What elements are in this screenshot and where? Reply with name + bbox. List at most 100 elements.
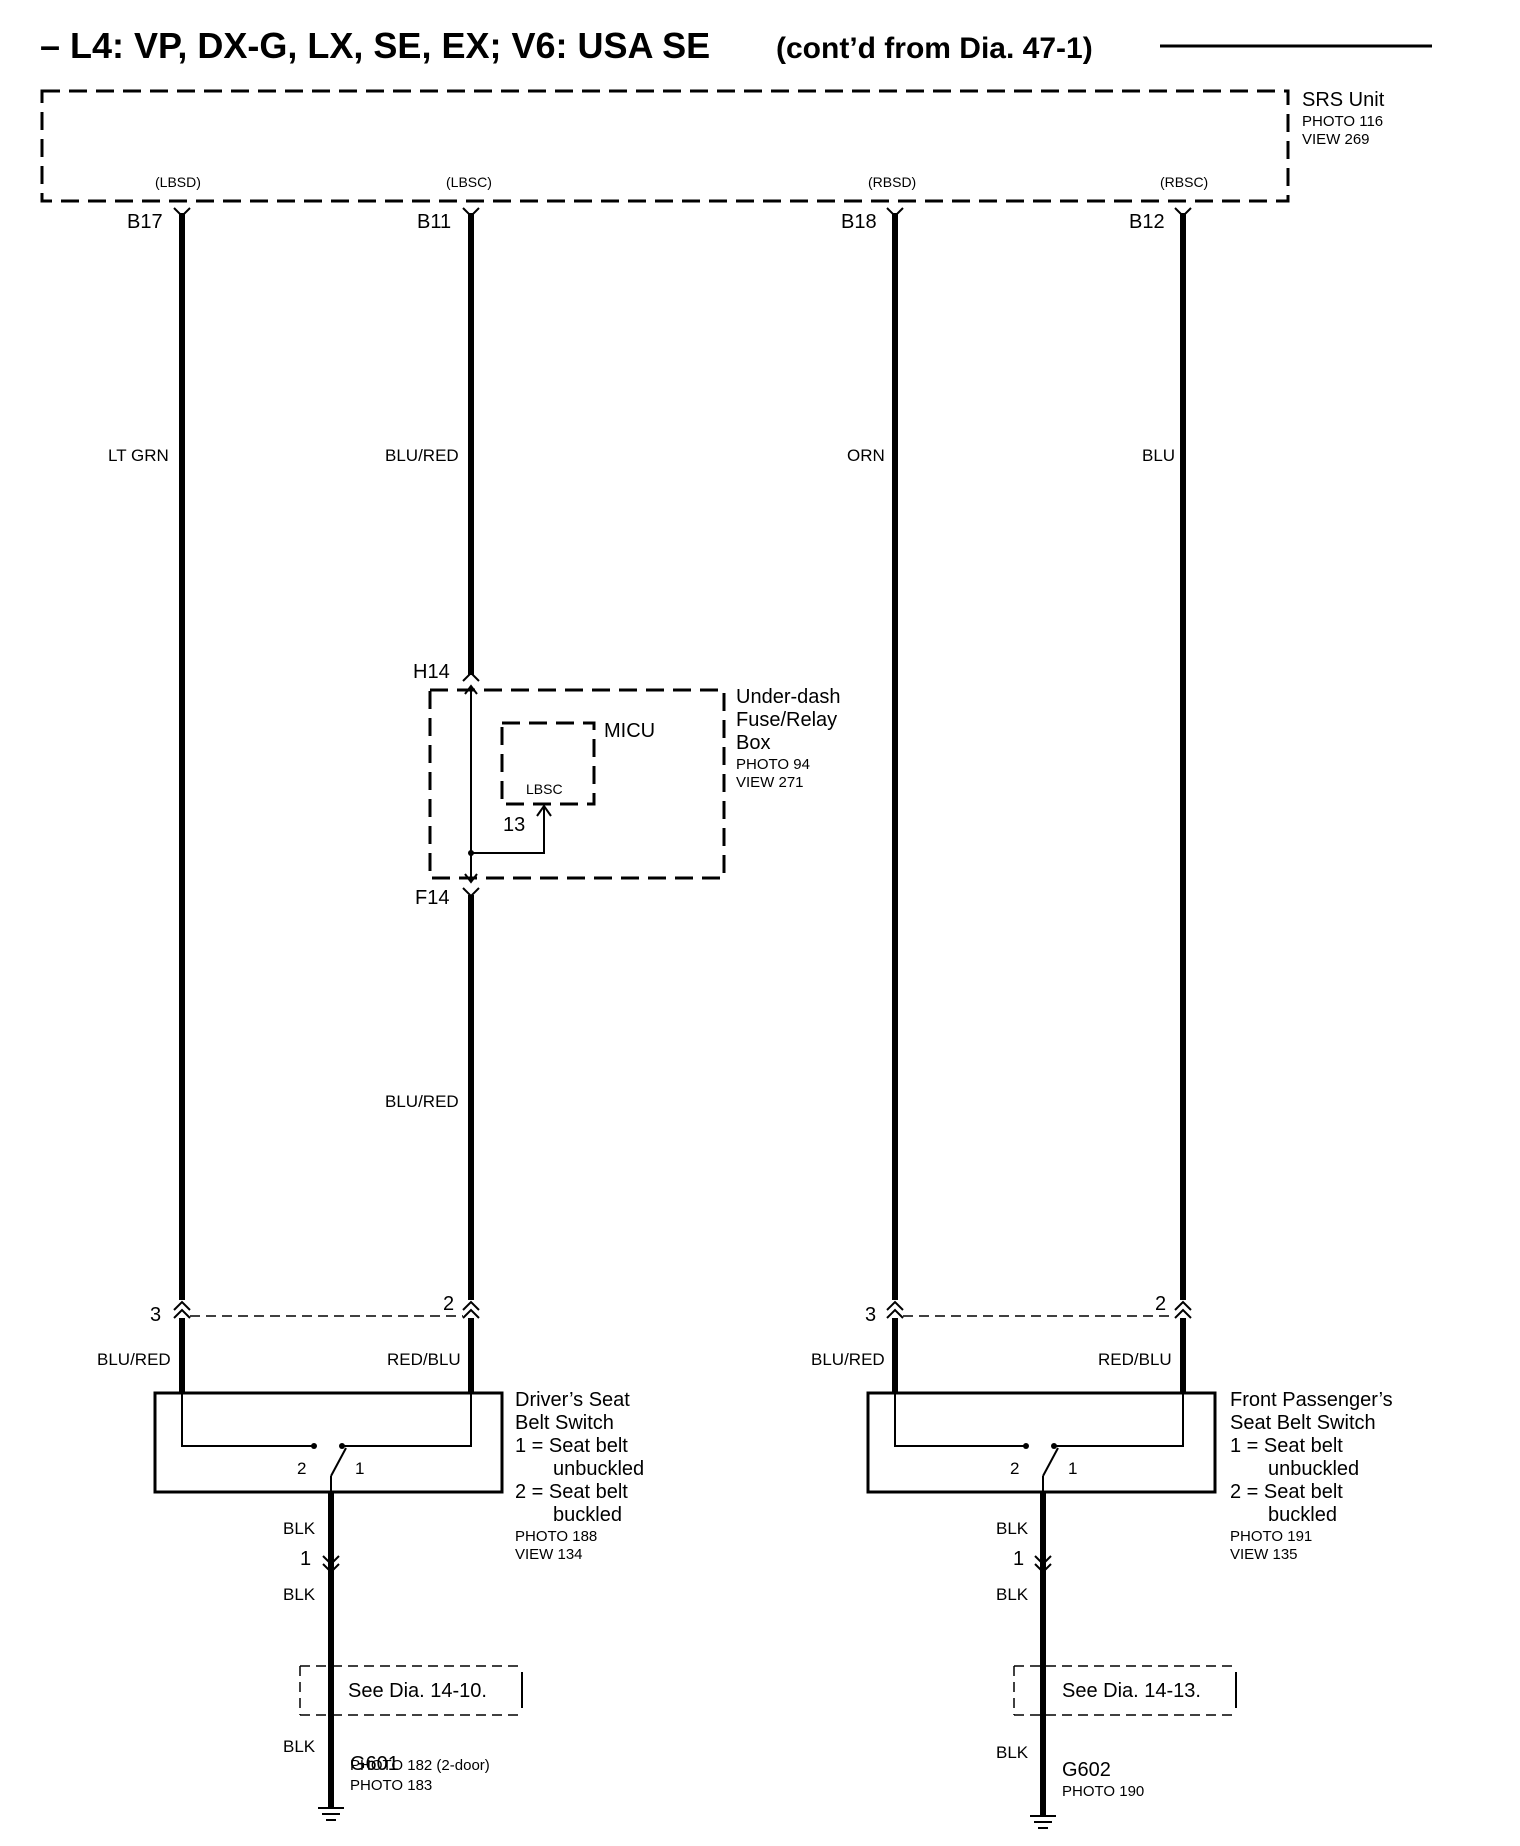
micu-label: MICU — [604, 720, 655, 742]
passenger-switch-legend-2b: buckled — [1268, 1504, 1337, 1526]
passenger-switch-legend-2a: 2 = Seat belt — [1230, 1481, 1343, 1503]
driver-switch-name-line2: Belt Switch — [515, 1412, 614, 1434]
passenger-contact-2-dot — [1023, 1443, 1029, 1449]
passenger-ground-connector — [1034, 1555, 1052, 1574]
passenger-ground-wire-color-mid: BLK — [996, 1585, 1029, 1604]
passenger-switch-box — [866, 1391, 1217, 1494]
fuse-box-name-line1: Under-dash — [736, 686, 841, 708]
connector-f14 — [462, 887, 480, 898]
passenger-pin-2: 2 — [1155, 1293, 1166, 1315]
micu-feed-wire — [471, 807, 545, 854]
driver-ground-wire-color-mid: BLK — [283, 1585, 316, 1604]
srs-unit-view: VIEW 269 — [1302, 131, 1370, 148]
ground-g601-name: G601 — [350, 1753, 399, 1775]
srs-pin-b12: B12 — [1129, 211, 1165, 233]
passenger-switch-internal-wire-right — [1054, 1393, 1184, 1447]
ground-g602-name: G602 — [1062, 1759, 1111, 1781]
driver-pin-3: 3 — [150, 1304, 161, 1326]
passenger-wire-color-right: RED/BLU — [1098, 1350, 1172, 1369]
passenger-contact-1-dot — [1051, 1443, 1057, 1449]
srs-signal-lbsd: (LBSD) — [155, 174, 201, 190]
passenger-contact-1-label: 1 — [1068, 1459, 1077, 1478]
title-sub: (cont’d from Dia. 47-1) — [776, 32, 1093, 65]
fuse-box-arrow-top — [464, 684, 478, 695]
fuse-box-photo: PHOTO 94 — [736, 756, 810, 773]
driver-contact-1-dot — [339, 1443, 345, 1449]
srs-pin-b11: B11 — [417, 211, 451, 233]
fuse-box-arrow-bottom — [464, 873, 478, 884]
srs-unit: SRS Unit PHOTO 116 VIEW 269 (LBSD) (LBSC… — [40, 89, 1385, 233]
passenger-switch-photo: PHOTO 191 — [1230, 1528, 1312, 1545]
driver-contact-1-label: 1 — [355, 1459, 364, 1478]
srs-unit-box — [40, 89, 1290, 203]
passenger-see-dia-text: See Dia. 14-13. — [1062, 1680, 1201, 1702]
wire-color-orn: ORN — [847, 446, 885, 465]
passenger-switch-legend-1a: 1 = Seat belt — [1230, 1435, 1343, 1457]
fuse-box-pin-h14: H14 — [413, 661, 450, 683]
driver-contact-2-label: 2 — [297, 1459, 306, 1478]
driver-see-dia-text: See Dia. 14-10. — [348, 1680, 487, 1702]
passenger-wire-color-left: BLU/RED — [811, 1350, 885, 1369]
passenger-see-dia-box: See Dia. 14-13. — [1013, 1665, 1237, 1716]
micu-signal-lbsc: LBSC — [526, 781, 563, 797]
driver-see-dia-box: See Dia. 14-10. — [299, 1665, 523, 1716]
driver-wire-color-right: RED/BLU — [387, 1350, 461, 1369]
driver-switch-name-line1: Driver’s Seat — [515, 1389, 630, 1411]
driver-switch-box — [153, 1391, 504, 1494]
driver-switch-photo: PHOTO 188 — [515, 1528, 597, 1545]
passenger-ground-wire-color-bot: BLK — [996, 1743, 1029, 1762]
micu-box — [500, 721, 596, 806]
passenger-switch-name-line2: Seat Belt Switch — [1230, 1412, 1376, 1434]
ground-g602-symbol — [1030, 1815, 1056, 1829]
wire-color-lt-grn: LT GRN — [108, 446, 169, 465]
passenger-ground-wire-color-top: BLK — [996, 1519, 1029, 1538]
fuse-box-pin-f14: F14 — [415, 887, 449, 909]
wire-color-blu-red-upper: BLU/RED — [385, 446, 459, 465]
driver-switch-legend-1a: 1 = Seat belt — [515, 1435, 628, 1457]
driver-seat-belt-switch: 3 2 BLU/RED RED/BLU 2 1 Driver’s Seat Be… — [97, 1293, 644, 1821]
wire-color-blu: BLU — [1142, 446, 1175, 465]
micu-pin-13: 13 — [503, 814, 525, 836]
passenger-connector-right-pin — [1174, 1300, 1192, 1319]
passenger-ground-pin-1: 1 — [1013, 1548, 1024, 1570]
srs-signal-lbsc: (LBSC) — [446, 174, 492, 190]
passenger-contact-2-label: 2 — [1010, 1459, 1019, 1478]
passenger-switch-internal-wire — [894, 1393, 1026, 1447]
wire-color-blu-red-lower: BLU/RED — [385, 1092, 459, 1111]
srs-signal-rbsc: (RBSC) — [1160, 174, 1208, 190]
driver-switch-internal-wire — [181, 1393, 314, 1447]
srs-unit-name: SRS Unit — [1302, 89, 1385, 111]
driver-contact-2-dot — [311, 1443, 317, 1449]
srs-pin-b18: B18 — [841, 211, 877, 233]
passenger-pin-3: 3 — [865, 1304, 876, 1326]
driver-switch-view: VIEW 134 — [515, 1546, 583, 1563]
under-dash-fuse-box: H14 MICU LBSC 13 Under-dash Fuse/Relay B… — [413, 661, 841, 909]
driver-switch-legend-2b: buckled — [553, 1504, 622, 1526]
driver-wire-color-left: BLU/RED — [97, 1350, 171, 1369]
driver-switch-blade — [330, 1447, 347, 1477]
fuse-box-view: VIEW 271 — [736, 774, 804, 791]
driver-ground-wire-color-bot: BLK — [283, 1737, 316, 1756]
ground-g602-photo: PHOTO 190 — [1062, 1783, 1144, 1800]
passenger-switch-name-line1: Front Passenger’s — [1230, 1389, 1393, 1411]
srs-unit-photo: PHOTO 116 — [1302, 113, 1383, 130]
diagram-title: – L4: VP, DX-G, LX, SE, EX; V6: USA SE (… — [40, 25, 1432, 66]
driver-ground-pin-1: 1 — [300, 1548, 311, 1570]
passenger-switch-blade — [1042, 1447, 1059, 1477]
connector-h14 — [462, 671, 480, 682]
passenger-switch-legend-1b: unbuckled — [1268, 1458, 1359, 1480]
passenger-connector-left-pin — [886, 1300, 904, 1319]
ground-g601-photo-1: PHOTO 182 (2-door) — [350, 1757, 490, 1774]
driver-switch-internal-wire-right — [342, 1393, 472, 1447]
fuse-box-outline — [428, 688, 726, 880]
fuse-box-name-line2: Fuse/Relay — [736, 709, 837, 731]
driver-ground-wire-color-top: BLK — [283, 1519, 316, 1538]
micu-input-arrow — [536, 804, 552, 817]
driver-pin-2: 2 — [443, 1293, 454, 1315]
ground-g601-photo-2: PHOTO 183 — [350, 1777, 432, 1794]
driver-switch-legend-1b: unbuckled — [553, 1458, 644, 1480]
fuse-box-name-line3: Box — [736, 732, 770, 754]
srs-pin-b17: B17 — [127, 211, 163, 233]
passenger-seat-belt-switch: 3 2 BLU/RED RED/BLU 2 1 Front Passenger’… — [811, 1293, 1393, 1829]
